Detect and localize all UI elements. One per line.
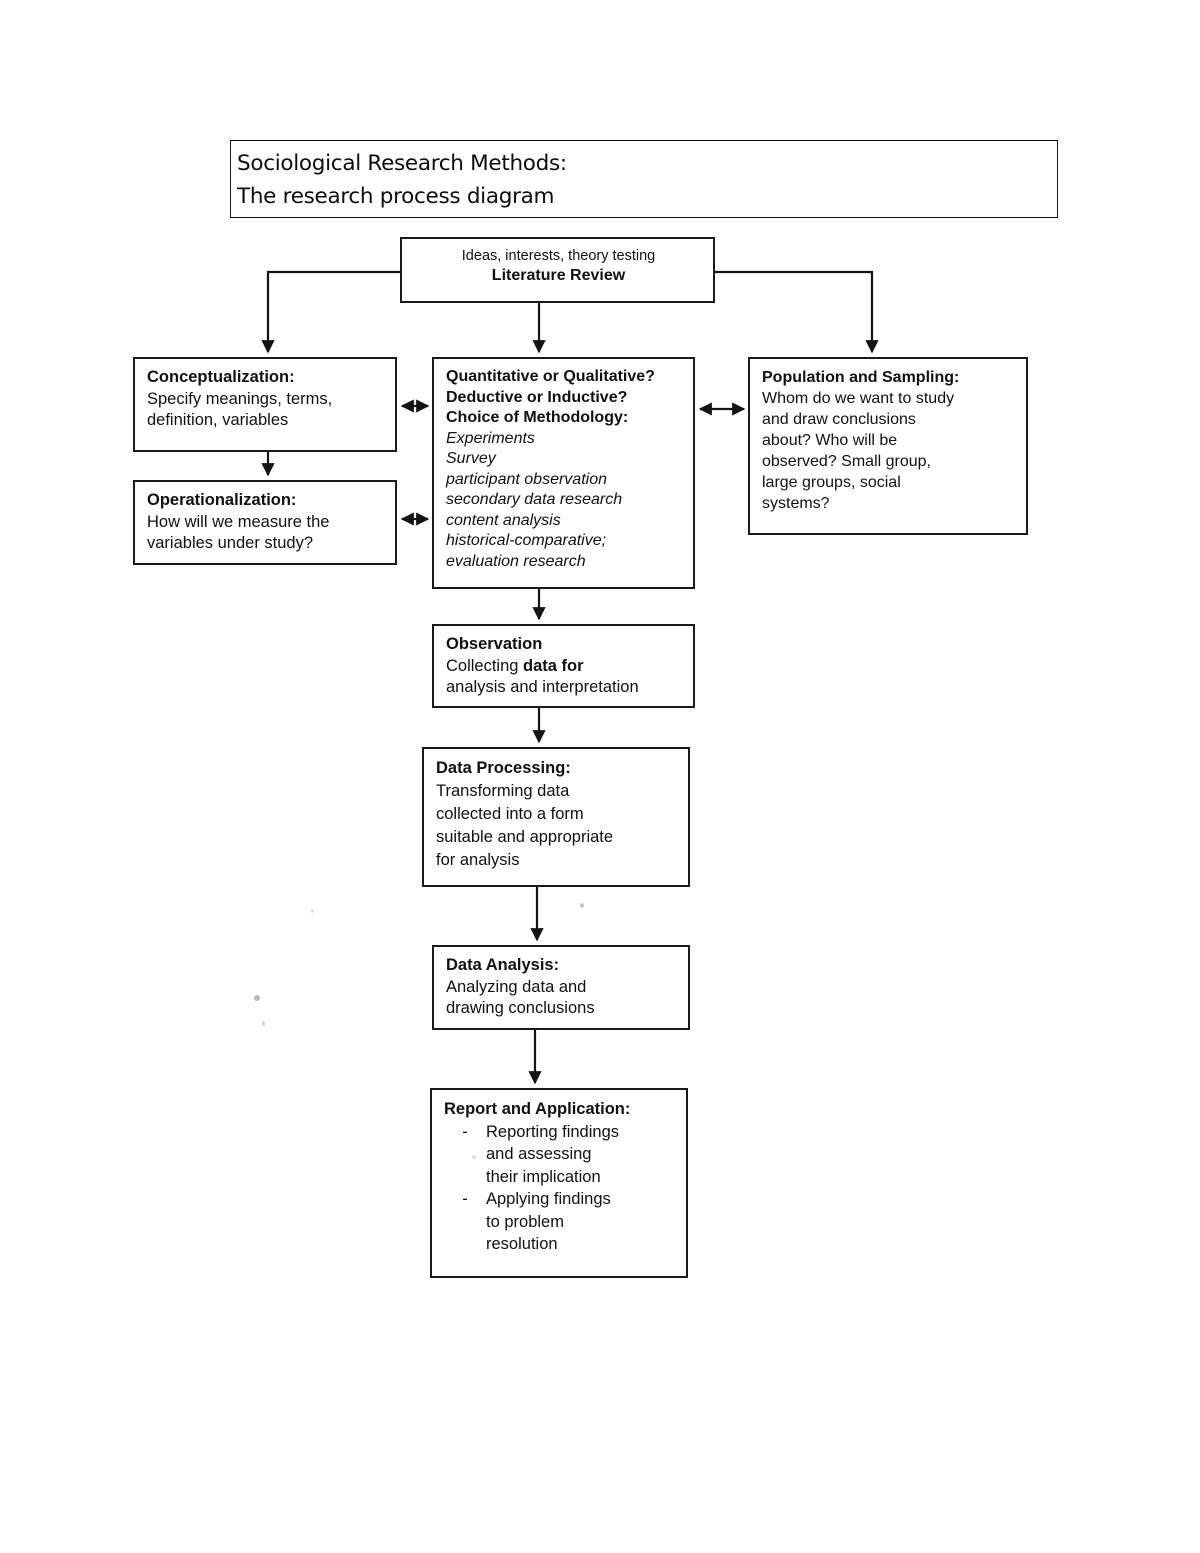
- report-bullet-2: - Applying findings to problem resolutio…: [444, 1188, 676, 1256]
- edge-litreview-to-conceptualization: [261, 270, 400, 354]
- scan-speckle: [254, 995, 260, 1001]
- methodology-question-2: Deductive or Inductive?: [446, 388, 628, 406]
- page-title-box: Sociological Research Methods: The resea…: [230, 140, 1058, 218]
- report-heading: Report and Application:: [444, 1100, 631, 1118]
- edge-litreview-to-population: [715, 270, 879, 354]
- data-processing-line-5: for analysis: [436, 851, 520, 869]
- node-data-analysis[interactable]: Data Analysis: Analyzing data and drawin…: [432, 945, 690, 1030]
- observation-line-3: analysis and interpretation: [446, 678, 639, 696]
- data-processing-line-2: Transforming data: [436, 782, 570, 800]
- methodology-method-3: participant observation: [446, 470, 607, 488]
- methodology-heading: Choice of Methodology:: [446, 409, 629, 426]
- data-processing-heading: Data Processing:: [436, 759, 571, 777]
- data-analysis-line-3: drawing conclusions: [446, 999, 595, 1017]
- methodology-method-1: Experiments: [446, 429, 535, 447]
- node-data-processing[interactable]: Data Processing: Transforming data colle…: [422, 747, 690, 887]
- node-population-sampling[interactable]: Population and Sampling: Whom do we want…: [748, 357, 1028, 535]
- page-title-line-2: The research process diagram: [237, 184, 555, 209]
- scan-speckle: [311, 909, 314, 913]
- node-observation[interactable]: Observation Collecting data for analysis…: [432, 624, 695, 708]
- operationalization-line-3: variables under study?: [147, 534, 314, 552]
- observation-line-2-bold: data for: [523, 656, 584, 675]
- population-line-6: large groups, social: [762, 474, 901, 491]
- data-analysis-line-2: Analyzing data and: [446, 977, 587, 996]
- operationalization-line-2: How will we measure the: [147, 512, 330, 531]
- scan-speckle: [472, 1155, 476, 1159]
- conceptualization-line-3: definition, variables: [147, 411, 289, 429]
- report-bullet-2-line-2: to problem: [486, 1212, 564, 1231]
- literature-review-subtitle: Ideas, interests, theory testing: [461, 248, 656, 264]
- report-bullet-1-dash: -: [462, 1122, 468, 1141]
- methodology-method-4: secondary data research: [446, 491, 623, 508]
- data-processing-line-4: suitable and appropriate: [436, 828, 614, 846]
- observation-heading: Observation: [446, 635, 543, 653]
- methodology-method-7: evaluation research: [446, 552, 586, 570]
- population-line-5: observed? Small group,: [762, 453, 931, 470]
- node-methodology[interactable]: Quantitative or Qualitative? Deductive o…: [432, 357, 695, 589]
- population-line-7: systems?: [762, 495, 830, 512]
- methodology-question-1: Quantitative or Qualitative?: [446, 368, 655, 385]
- node-conceptualization[interactable]: Conceptualization: Specify meanings, ter…: [133, 357, 397, 452]
- report-bullet-2-line-1: Applying findings: [486, 1190, 611, 1208]
- report-bullet-2-dash: -: [462, 1190, 468, 1208]
- report-bullet-1: - Reporting findings and assessing their…: [444, 1121, 676, 1189]
- population-line-3: and draw conclusions: [762, 411, 916, 428]
- conceptualization-line-2: Specify meanings, terms,: [147, 389, 333, 408]
- node-operationalization[interactable]: Operationalization: How will we measure …: [133, 480, 397, 565]
- report-bullet-1-line-2: and assessing: [486, 1145, 592, 1163]
- report-bullet-2-line-3: resolution: [486, 1235, 558, 1253]
- literature-review-label: Literature Review: [491, 267, 626, 284]
- report-bullet-1-line-1: Reporting findings: [486, 1122, 619, 1141]
- operationalization-heading: Operationalization:: [147, 491, 297, 509]
- scan-speckle: [262, 1021, 265, 1026]
- methodology-method-5: content analysis: [446, 511, 561, 529]
- methodology-method-2: Survey: [446, 450, 496, 467]
- node-report-application[interactable]: Report and Application: - Reporting find…: [430, 1088, 688, 1278]
- page-title-line-1: Sociological Research Methods:: [237, 151, 567, 176]
- report-bullet-2-text: Applying findings to problem resolution: [486, 1188, 611, 1256]
- node-literature-review[interactable]: Ideas, interests, theory testing Literat…: [400, 237, 715, 303]
- data-analysis-heading: Data Analysis:: [446, 956, 560, 974]
- report-bullet-1-text: Reporting findings and assessing their i…: [486, 1121, 619, 1189]
- report-bullet-1-line-3: their implication: [486, 1167, 601, 1186]
- methodology-method-6: historical-comparative;: [446, 532, 607, 549]
- population-line-4: about? Who will be: [762, 432, 898, 449]
- scan-speckle: [580, 903, 584, 908]
- population-line-2: Whom do we want to study: [762, 390, 955, 407]
- data-processing-line-3: collected into a form: [436, 805, 584, 823]
- observation-line-2-plain: Collecting: [446, 656, 524, 675]
- conceptualization-heading: Conceptualization:: [147, 368, 295, 386]
- observation-line-2: Collecting data for: [446, 656, 683, 678]
- population-heading: Population and Sampling:: [762, 369, 960, 386]
